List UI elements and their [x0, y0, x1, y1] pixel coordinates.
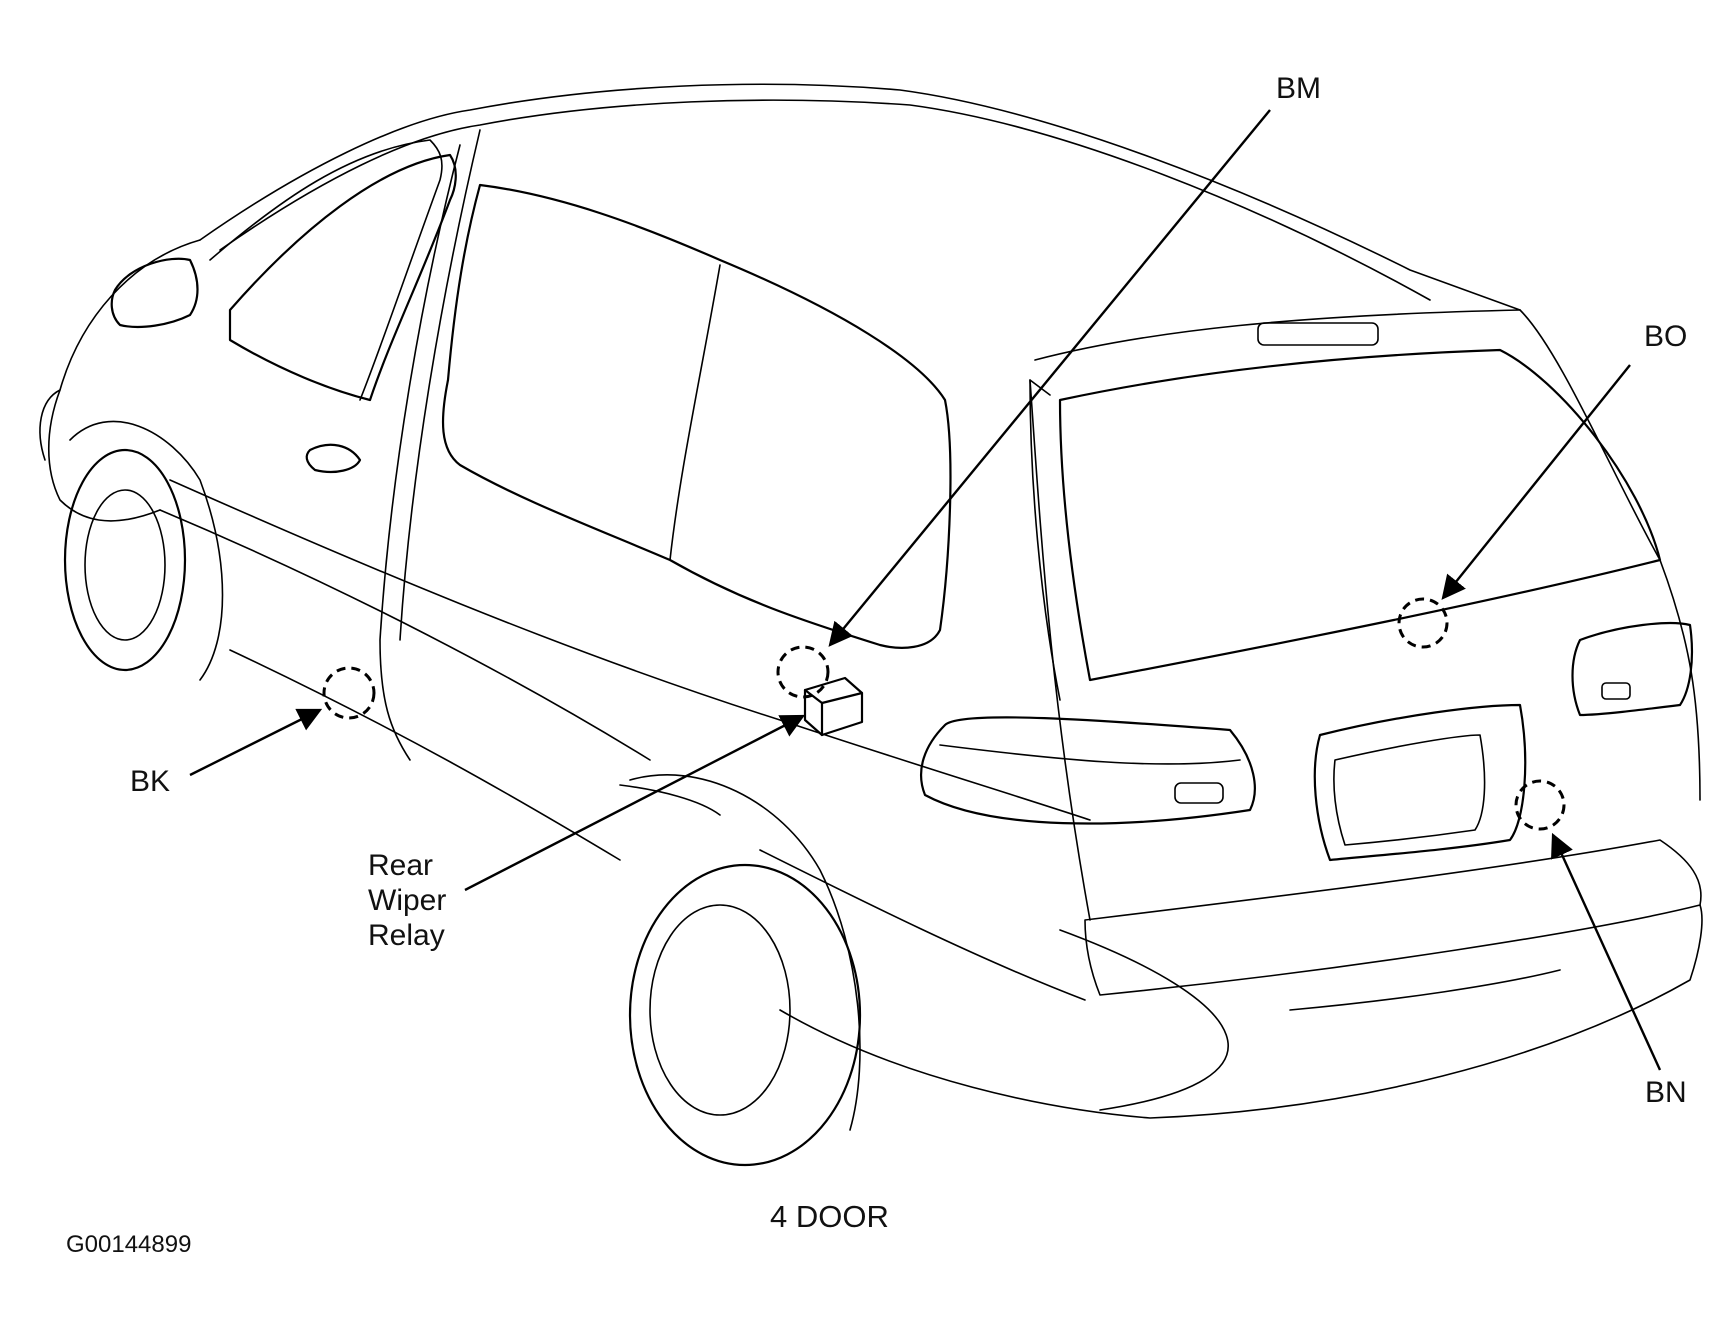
leader-arrow-bk: [189, 708, 323, 777]
location-circle-bo: [1397, 597, 1449, 649]
callout-bn: BN: [1645, 1076, 1687, 1109]
location-circle-bk: [322, 666, 376, 720]
callout-bm: BM: [1276, 72, 1321, 105]
van-body: [39, 83, 1703, 1167]
leader-arrow-bn: [1551, 832, 1662, 1071]
figure-id: G00144899: [66, 1231, 192, 1258]
relay-label-line-1: Rear: [368, 849, 434, 882]
rear-wiper-relay-box: [803, 676, 864, 737]
leader-arrow-bm: [828, 109, 1271, 647]
location-circle-bn: [1514, 779, 1566, 831]
leader-arrow-bo: [1441, 364, 1631, 600]
relay-label: Rear Wiper Relay: [368, 848, 446, 953]
callout-bk: BK: [130, 765, 171, 798]
relay-label-line-2: Wiper: [368, 884, 447, 917]
location-circle-bm: [776, 645, 830, 699]
diagram-caption: 4 DOOR: [770, 1199, 889, 1234]
callout-bo: BO: [1644, 320, 1688, 353]
relay-label-line-3: Relay: [368, 919, 445, 952]
leader-arrow-relay: [464, 714, 806, 892]
